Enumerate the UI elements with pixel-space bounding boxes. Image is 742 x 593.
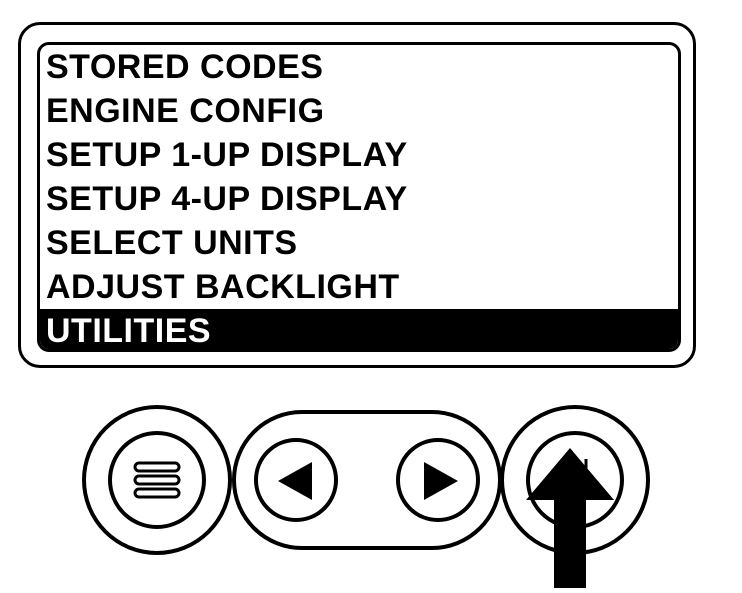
display-screen: STORED CODES ENGINE CONFIG SETUP 1-UP DI…	[37, 42, 681, 352]
menu-button-face	[108, 431, 206, 529]
navigation-rocker	[232, 410, 502, 550]
menu-lines-icon	[131, 459, 183, 501]
menu-item-setup-1-up-display[interactable]: SETUP 1-UP DISPLAY	[46, 136, 408, 174]
arrow-right-icon	[418, 458, 464, 504]
menu-item-select-units[interactable]: SELECT UNITS	[46, 224, 298, 262]
menu-item-setup-4-up-display[interactable]: SETUP 4-UP DISPLAY	[46, 180, 408, 218]
menu-item-adjust-backlight[interactable]: ADJUST BACKLIGHT	[46, 268, 400, 306]
press-arrow-icon	[520, 440, 620, 593]
arrow-left-icon	[272, 458, 318, 504]
main-menu: STORED CODES ENGINE CONFIG SETUP 1-UP DI…	[40, 45, 678, 349]
left-arrow-button[interactable]	[254, 438, 338, 522]
right-arrow-button[interactable]	[396, 438, 480, 522]
menu-item-engine-config[interactable]: ENGINE CONFIG	[46, 92, 325, 130]
menu-item-utilities[interactable]: UTILITIES	[40, 309, 678, 349]
menu-button[interactable]	[82, 405, 232, 555]
display-bezel: STORED CODES ENGINE CONFIG SETUP 1-UP DI…	[18, 22, 696, 368]
menu-item-stored-codes[interactable]: STORED CODES	[46, 48, 324, 86]
